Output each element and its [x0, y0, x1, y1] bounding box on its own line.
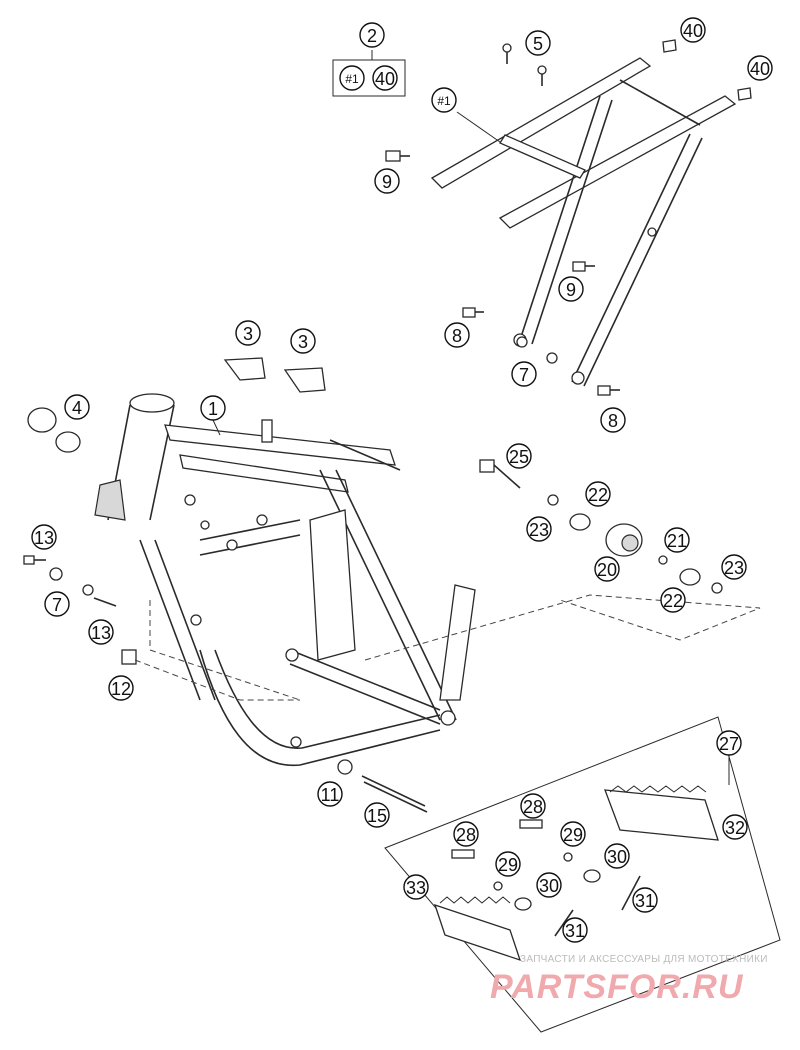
svg-text:9: 9 [382, 172, 392, 192]
callout-31b: 31 [562, 917, 588, 943]
svg-text:12: 12 [111, 679, 131, 699]
svg-text:#1: #1 [345, 72, 359, 86]
svg-text:28: 28 [523, 797, 543, 817]
svg-text:1: 1 [208, 399, 218, 419]
watermark-tagline: ЗАПЧАСТИ И АКСЕССУАРЫ ДЛЯ МОТОТЕХНИКИ [520, 954, 768, 965]
svg-text:23: 23 [529, 520, 549, 540]
svg-text:22: 22 [588, 485, 608, 505]
leader-lines [212, 50, 730, 785]
svg-text:13: 13 [91, 623, 111, 643]
svg-text:21: 21 [667, 531, 687, 551]
svg-text:5: 5 [533, 34, 543, 54]
svg-text:7: 7 [52, 595, 62, 615]
svg-text:11: 11 [321, 785, 340, 805]
callout-15: 15 [364, 802, 390, 828]
callout-33: 33 [403, 874, 429, 900]
callout-13a: 13 [31, 524, 57, 550]
small-parts-drawing [23, 39, 752, 813]
svg-text:30: 30 [539, 876, 559, 896]
callout-21: 21 [664, 527, 690, 553]
callout-40b: 40 [747, 55, 773, 81]
callout-sub-1: #1 [431, 87, 457, 113]
svg-text:31: 31 [565, 921, 585, 941]
svg-text:28: 28 [456, 825, 476, 845]
svg-text:30: 30 [607, 847, 627, 867]
svg-text:15: 15 [367, 806, 387, 826]
callout-7a: 7 [511, 361, 537, 387]
svg-text:3: 3 [243, 324, 253, 344]
callout-4: 4 [64, 394, 90, 420]
subframe-drawing [430, 57, 737, 387]
callout-27: 27 [716, 730, 742, 756]
callout-1: 1 [200, 395, 226, 421]
svg-text:29: 29 [563, 825, 583, 845]
callout-11: 11 [317, 781, 343, 807]
callout-22a: 22 [585, 481, 611, 507]
callout-30a: 30 [604, 843, 630, 869]
svg-text:4: 4 [72, 398, 82, 418]
watermark-brand-logo: PARTSFOR.RU [490, 968, 744, 1006]
svg-text:32: 32 [725, 818, 745, 838]
callout-32: 32 [722, 814, 748, 840]
svg-text:25: 25 [509, 447, 529, 467]
main-frame-drawing [94, 393, 476, 767]
callout-3b: 3 [290, 328, 316, 354]
callout-25: 25 [506, 443, 532, 469]
svg-text:7: 7 [519, 365, 529, 385]
svg-text:27: 27 [719, 734, 739, 754]
callout-23a: 23 [526, 516, 552, 542]
footpeg-panel [384, 716, 781, 1033]
svg-text:8: 8 [608, 411, 618, 431]
svg-text:9: 9 [566, 280, 576, 300]
callout-13b: 13 [88, 619, 114, 645]
callout-9b: 9 [558, 276, 584, 302]
svg-text:#1: #1 [437, 94, 451, 108]
svg-text:29: 29 [498, 855, 518, 875]
callout-28a: 28 [520, 793, 546, 819]
svg-text:40: 40 [375, 69, 395, 89]
callout-12: 12 [108, 675, 134, 701]
svg-text:31: 31 [635, 891, 655, 911]
callout-22b: 22 [660, 587, 686, 613]
callout-20: 20 [594, 556, 620, 582]
callout-31a: 31 [632, 887, 658, 913]
callout-2: 2 #1 40 [332, 22, 406, 97]
callout-8b: 8 [600, 407, 626, 433]
svg-text:40: 40 [750, 59, 770, 79]
callout-5: 5 [525, 30, 551, 56]
svg-text:20: 20 [597, 560, 617, 580]
callout-8a: 8 [444, 322, 470, 348]
svg-text:23: 23 [724, 558, 744, 578]
dashed-guides [134, 594, 761, 701]
callout-3a: 3 [235, 320, 261, 346]
svg-text:40: 40 [683, 21, 703, 41]
callout-labels: 1 2 #1 40 3 3 4 5 40 [31, 17, 773, 943]
callout-23b: 23 [721, 554, 747, 580]
callout-29a: 29 [560, 821, 586, 847]
callout-28b: 28 [453, 821, 479, 847]
svg-text:3: 3 [298, 332, 308, 352]
svg-text:2: 2 [367, 26, 377, 46]
callout-7b: 7 [44, 591, 70, 617]
svg-text:22: 22 [663, 591, 683, 611]
callout-9a: 9 [374, 168, 400, 194]
callout-30b: 30 [536, 872, 562, 898]
svg-text:33: 33 [406, 878, 426, 898]
svg-text:13: 13 [34, 528, 54, 548]
svg-text:8: 8 [452, 326, 462, 346]
callout-29b: 29 [495, 851, 521, 877]
callout-40a: 40 [680, 17, 706, 43]
